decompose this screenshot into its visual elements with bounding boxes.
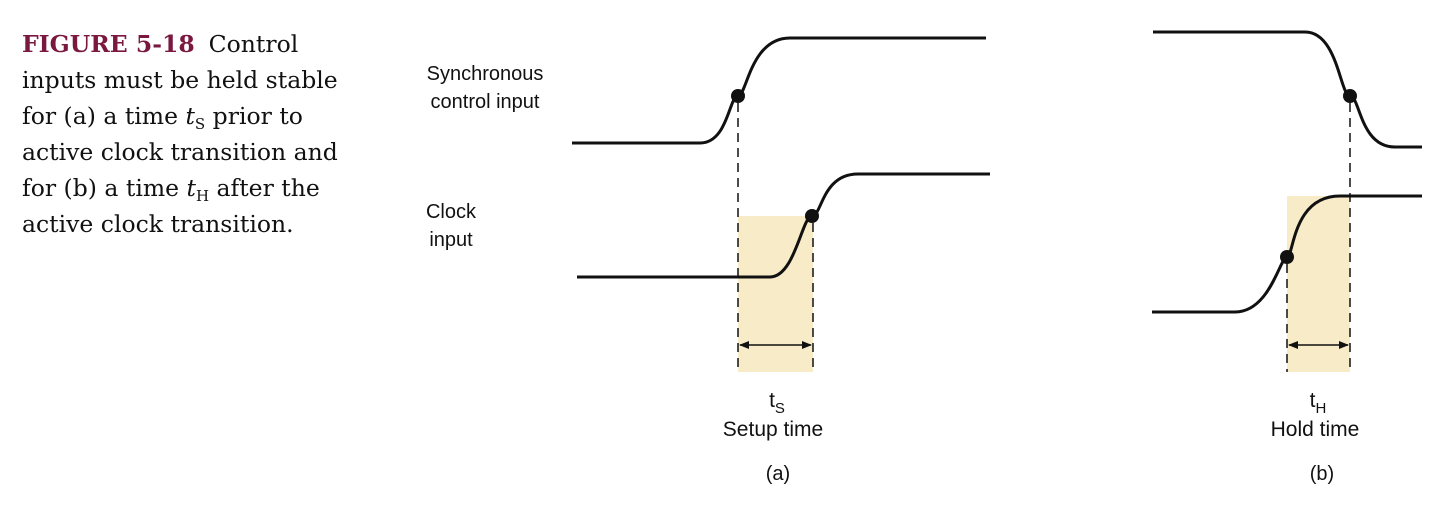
panel-b-tag: (b) [1310,463,1334,485]
sync-transition-dot-a [731,89,745,103]
hold-time-var: t [1310,389,1316,412]
clock-label-line2: input [429,229,473,251]
caption-ts-var: t [185,102,195,130]
setup-time-symbol: tS [769,389,785,417]
sync-label-line1: Synchronous [427,63,544,85]
panel-a-tag: (a) [766,463,790,485]
caption-ts-sub: S [194,115,206,133]
sync-label-line2: control input [431,91,540,113]
sync-control-waveform-a [572,36,986,145]
caption-text-3: after the active clock transition. [22,174,320,238]
caption-th-sub: H [195,187,210,205]
figure-label: FIGURE 5-18 [22,30,195,58]
caption-text-2: prior to active clock transition and for… [22,102,338,202]
setup-time-label: Setup time [723,418,823,441]
setup-window-highlight [738,216,813,372]
clock-transition-dot-b [1280,250,1294,264]
hold-time-label: Hold time [1271,418,1360,441]
hold-time-sub: H [1316,400,1327,417]
setup-time-sub: S [775,400,785,417]
clock-transition-dot-a [805,209,819,223]
caption-th-var: t [186,174,196,202]
clock-label-line1: Clock [426,201,477,223]
hold-time-symbol: tH [1310,389,1327,417]
sync-control-waveform-b [1153,30,1422,149]
caption-text-1: Control inputs must be held stable for (… [22,30,338,130]
setup-time-var: t [769,389,775,412]
sync-transition-dot-b [1343,89,1357,103]
